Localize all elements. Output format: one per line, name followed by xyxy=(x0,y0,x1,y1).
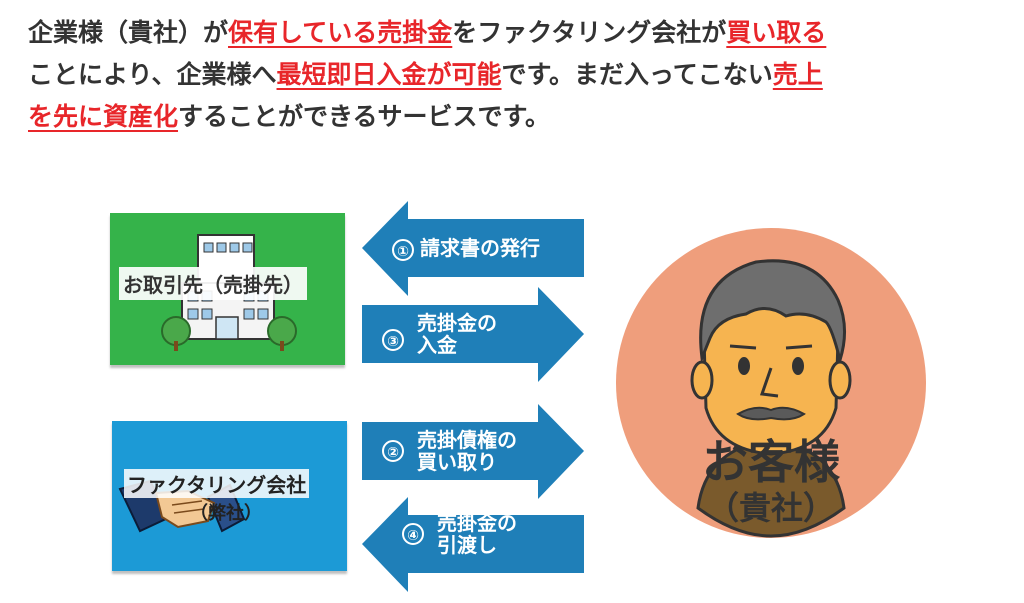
intro-text-segment: ことにより、企業様へ xyxy=(28,60,277,89)
arrow-3-line-2: 入金 xyxy=(416,333,457,357)
step-number: ④ xyxy=(402,523,424,545)
arrow-4-line-2: 引渡し xyxy=(436,533,497,557)
customer-label: お客様 xyxy=(702,435,840,489)
arrow-2-line-2: 買い取り xyxy=(416,450,497,474)
customer-man-icon xyxy=(609,221,933,545)
intro-text-segment: をファクタリング会社が xyxy=(452,18,727,47)
arrow-payment-handover xyxy=(362,497,584,592)
intro-text: 企業様（貴社）が保有している売掛金をファクタリング会社が買い取る ことにより、企… xyxy=(28,12,1003,138)
factoring-panel-sub: （弊社） xyxy=(190,503,262,524)
intro-line-3: を先に資産化することができるサービスです。 xyxy=(28,96,1003,138)
client-panel: お取引先（売掛先） xyxy=(110,213,345,365)
arrow-1-text: 請求書の発行 xyxy=(420,236,540,260)
arrow-payment-in xyxy=(362,287,584,382)
highlight-text: 売上 xyxy=(772,60,823,89)
factoring-panel: ファクタリング会社 （弊社） xyxy=(112,421,347,571)
intro-line-1: 企業様（貴社）が保有している売掛金をファクタリング会社が買い取る xyxy=(28,12,1003,54)
step-number: ① xyxy=(392,238,414,261)
intro-line-2: ことにより、企業様へ最短即日入金が可能です。まだ入ってこない売上 xyxy=(28,54,1003,96)
intro-text-segment: です。まだ入ってこない xyxy=(501,60,773,89)
highlight-text: 最短即日入金が可能 xyxy=(276,60,502,89)
customer-node: お客様 （貴社） xyxy=(606,218,936,548)
customer-sub-label: （貴社） xyxy=(706,489,835,527)
client-panel-label: お取引先（売掛先） xyxy=(119,267,307,300)
step-number: ③ xyxy=(382,329,404,351)
arrow-2-line-1: 売掛債権の xyxy=(416,428,517,452)
arrow-label-1: ① 請求書の発行 xyxy=(392,237,540,261)
arrow-label-3: ③ 売掛金の 入金 xyxy=(382,312,497,356)
highlight-text: を先に資産化 xyxy=(28,102,179,131)
arrow-receivable-purchase xyxy=(362,404,584,499)
highlight-text: 保有している売掛金 xyxy=(228,18,453,47)
factoring-panel-label: ファクタリング会社 xyxy=(124,469,310,498)
step-number: ② xyxy=(382,440,404,462)
arrow-4-line-1: 売掛金の xyxy=(436,511,517,535)
highlight-text: 買い取る xyxy=(726,18,827,47)
arrow-3-line-1: 売掛金の xyxy=(416,311,497,335)
intro-text-segment: 企業様（貴社）が xyxy=(28,18,229,47)
intro-text-segment: することができるサービスです。 xyxy=(178,102,551,131)
arrow-label-2: ② 売掛債権の 買い取り xyxy=(382,429,517,473)
arrow-label-4: ④ 売掛金の 引渡し xyxy=(402,512,517,556)
arrow-invoice-issue xyxy=(362,201,584,296)
